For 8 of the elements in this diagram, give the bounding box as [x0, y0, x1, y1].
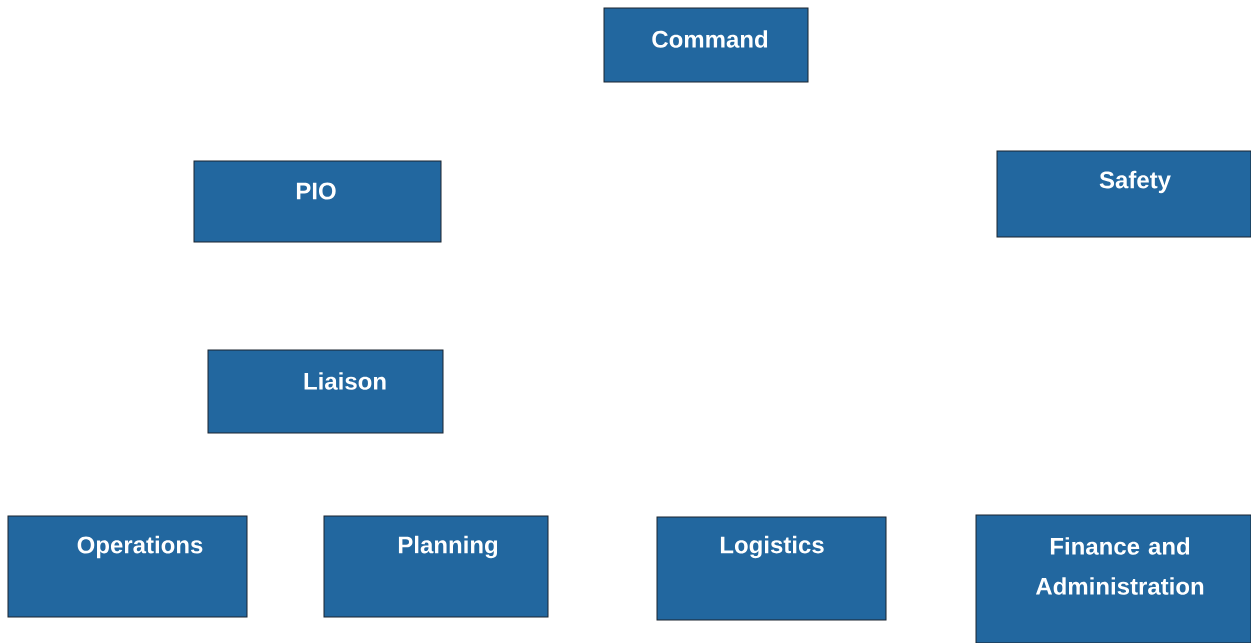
- org-box: Logistics: [656, 516, 887, 621]
- org-box: Finance and Administration: [975, 514, 1251, 643]
- org-box: Liaison: [207, 349, 444, 434]
- org-box: PIO: [193, 160, 442, 243]
- org-box: Planning: [323, 515, 549, 618]
- org-box: Safety: [996, 150, 1251, 238]
- org-box: Operations: [7, 515, 248, 618]
- org-box: Command: [603, 7, 809, 83]
